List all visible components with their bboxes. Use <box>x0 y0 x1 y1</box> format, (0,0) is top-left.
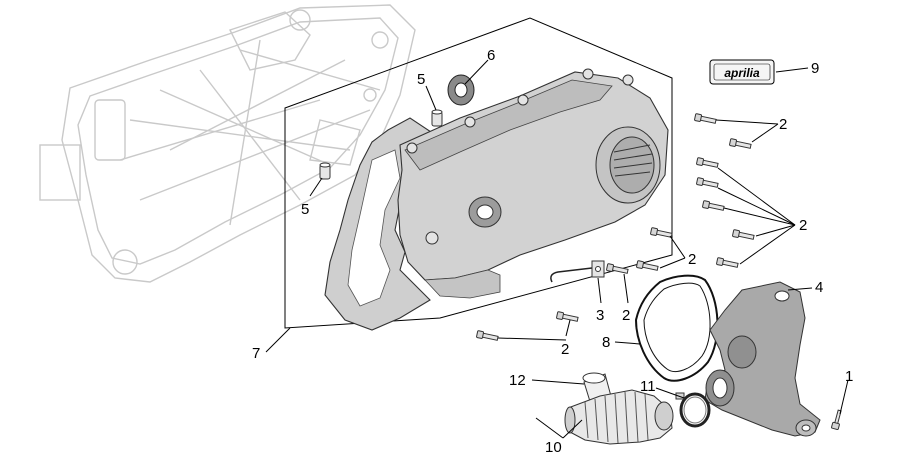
callout-5-top: 5 <box>417 71 425 88</box>
hose-clamp-part <box>675 392 711 428</box>
callout-2-middle: 2 <box>688 251 696 268</box>
crankcase-background <box>39 4 416 283</box>
gasket-part <box>634 274 719 382</box>
callout-5-left: 5 <box>301 201 309 218</box>
bolt-part <box>831 409 842 431</box>
callout-6: 6 <box>487 47 495 64</box>
callout-3: 3 <box>596 307 604 324</box>
leader-lines <box>265 59 849 439</box>
callout-12: 12 <box>509 372 526 389</box>
callout-11: 11 <box>640 378 656 395</box>
aprilia-badge-part: aprilia <box>709 59 775 85</box>
callout-2-right: 2 <box>799 217 807 234</box>
transmission-cover <box>324 68 669 331</box>
callout-9: 9 <box>811 60 819 77</box>
aprilia-logo-text: aprilia <box>724 66 760 80</box>
callout-labels: 6 5 5 9 2 2 2 2 3 2 7 8 4 1 12 11 10 <box>252 47 853 455</box>
cover-assembly-box <box>284 17 673 329</box>
callout-1: 1 <box>845 368 853 385</box>
callout-4: 4 <box>815 279 823 296</box>
intake-hose-part <box>564 389 674 445</box>
spring-clip-part <box>550 260 605 283</box>
seal-ring-part <box>447 74 475 106</box>
air-duct-part <box>704 281 821 437</box>
callout-7: 7 <box>252 345 260 362</box>
callout-8: 8 <box>602 334 610 351</box>
callout-2-bottom: 2 <box>561 341 569 358</box>
callout-2-under: 2 <box>622 307 630 324</box>
dowel-pin-parts <box>319 109 443 180</box>
screw-parts <box>476 113 755 341</box>
callout-2-top: 2 <box>779 116 787 133</box>
callout-10: 10 <box>545 439 562 455</box>
